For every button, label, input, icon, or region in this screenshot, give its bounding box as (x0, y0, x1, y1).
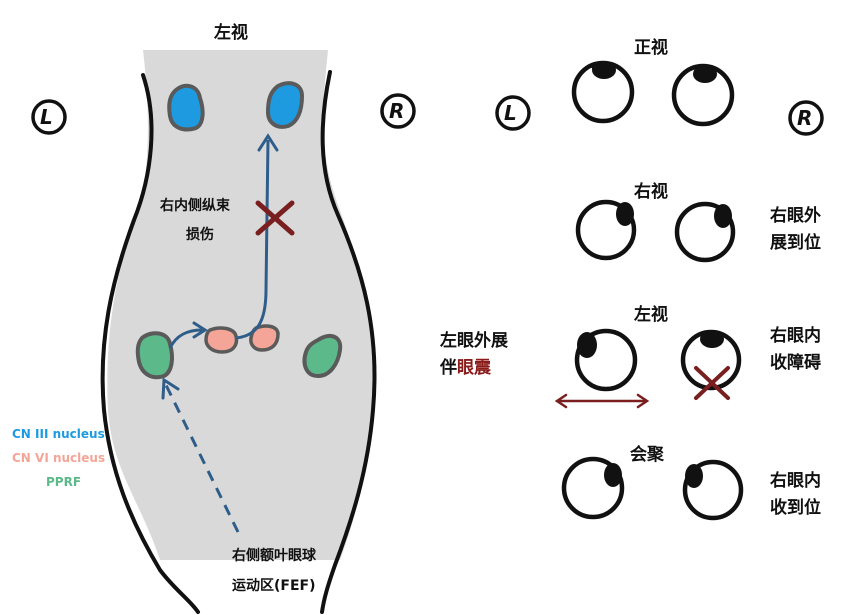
row-title-left-gaze: 左视 (634, 300, 668, 325)
row-title-right-gaze: 右视 (634, 177, 668, 202)
eye-rightgaze-right (677, 204, 733, 260)
note-left-eye-line1: 左眼外展 (440, 326, 508, 351)
eye-leftgaze-right (683, 330, 739, 388)
note-left-gaze-line1: 右眼内 (770, 321, 821, 346)
pprf-left (138, 333, 172, 377)
fef-label-line2: 运动区(FEF) (232, 575, 316, 597)
note-convergence-line2: 收到位 (770, 493, 821, 518)
cn3-nucleus-left (169, 86, 202, 130)
fef-label-line1: 右侧额叶眼球 (232, 545, 316, 567)
legend-pprf: PPRF (46, 475, 81, 489)
nystagmus-double-arrow (557, 395, 647, 407)
eye-convergence-left (564, 459, 622, 517)
note-nystagmus-highlight: 眼震 (457, 358, 491, 378)
cn6-nucleus-left (206, 328, 236, 352)
legend-cn6: CN VI nucleus (12, 451, 105, 465)
row-title-primary: 正视 (634, 33, 668, 58)
cn3-nucleus-right (268, 83, 302, 127)
eye-leftgaze-left (577, 331, 635, 389)
right-panel-r-letter: R (797, 106, 812, 130)
legend-cn3: CN III nucleus (12, 427, 105, 441)
note-left-eye-line2: 伴眼震 (440, 353, 491, 378)
note-right-gaze-line2: 展到位 (770, 228, 821, 253)
eye-rightgaze-left (578, 202, 634, 258)
left-panel-l-letter: L (40, 105, 53, 129)
eye-primary-left (574, 61, 632, 121)
brainstem-region (107, 50, 373, 560)
note-convergence-line1: 右眼内 (770, 466, 821, 491)
row-title-convergence: 会聚 (630, 440, 664, 465)
note-left-gaze-line2: 收障碍 (770, 348, 821, 373)
note-left-eye-prefix: 伴 (440, 358, 457, 378)
right-panel-l-letter: L (504, 101, 517, 125)
note-right-gaze-line1: 右眼外 (770, 201, 821, 226)
lesion-label-line2: 损伤 (186, 224, 214, 246)
lesion-label-line1: 右内侧纵束 (160, 195, 230, 217)
left-panel-r-letter: R (389, 99, 404, 123)
left-panel-title: 左视 (214, 18, 248, 43)
eye-primary-right (674, 65, 732, 124)
eye-convergence-right (685, 462, 741, 518)
